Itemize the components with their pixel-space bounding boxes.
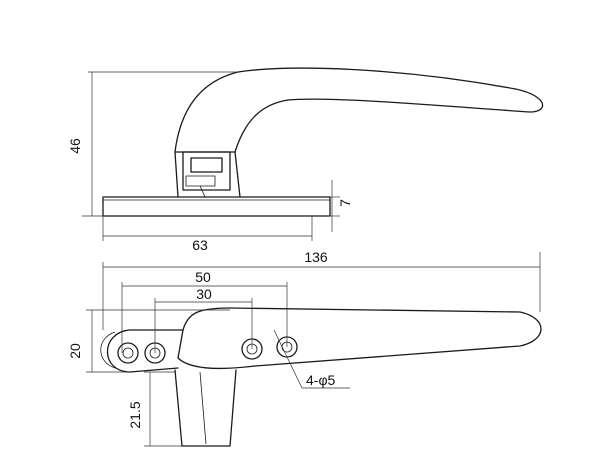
handle-lever-outline xyxy=(174,67,544,153)
lever-top-outline xyxy=(177,307,542,370)
dim-30-label: 30 xyxy=(196,286,212,302)
holes-note-leader xyxy=(273,329,303,389)
hole-1 xyxy=(117,342,139,364)
base-plate xyxy=(102,196,331,217)
lock-block xyxy=(182,151,231,191)
dim-46-label: 46 xyxy=(67,138,83,154)
top-view-dimensions: 136 50 30 20 21.5 4-φ5 xyxy=(67,249,541,447)
dim-7-label: 7 xyxy=(337,199,353,207)
dim-63-label: 63 xyxy=(192,237,208,253)
handle-neck xyxy=(174,151,241,198)
lever-tail-outline xyxy=(107,329,184,373)
dim-21-5-label: 21.5 xyxy=(127,401,143,428)
holes-note-label: 4-φ5 xyxy=(306,372,336,388)
dim-136-label: 136 xyxy=(304,249,328,265)
spindle xyxy=(174,369,237,447)
dim-20-label: 20 xyxy=(67,343,83,359)
side-view-dimensions: 46 7 63 xyxy=(67,71,353,253)
top-view xyxy=(100,307,542,447)
mounting-holes xyxy=(117,336,298,364)
dim-50-label: 50 xyxy=(195,269,211,285)
side-view xyxy=(102,67,544,217)
